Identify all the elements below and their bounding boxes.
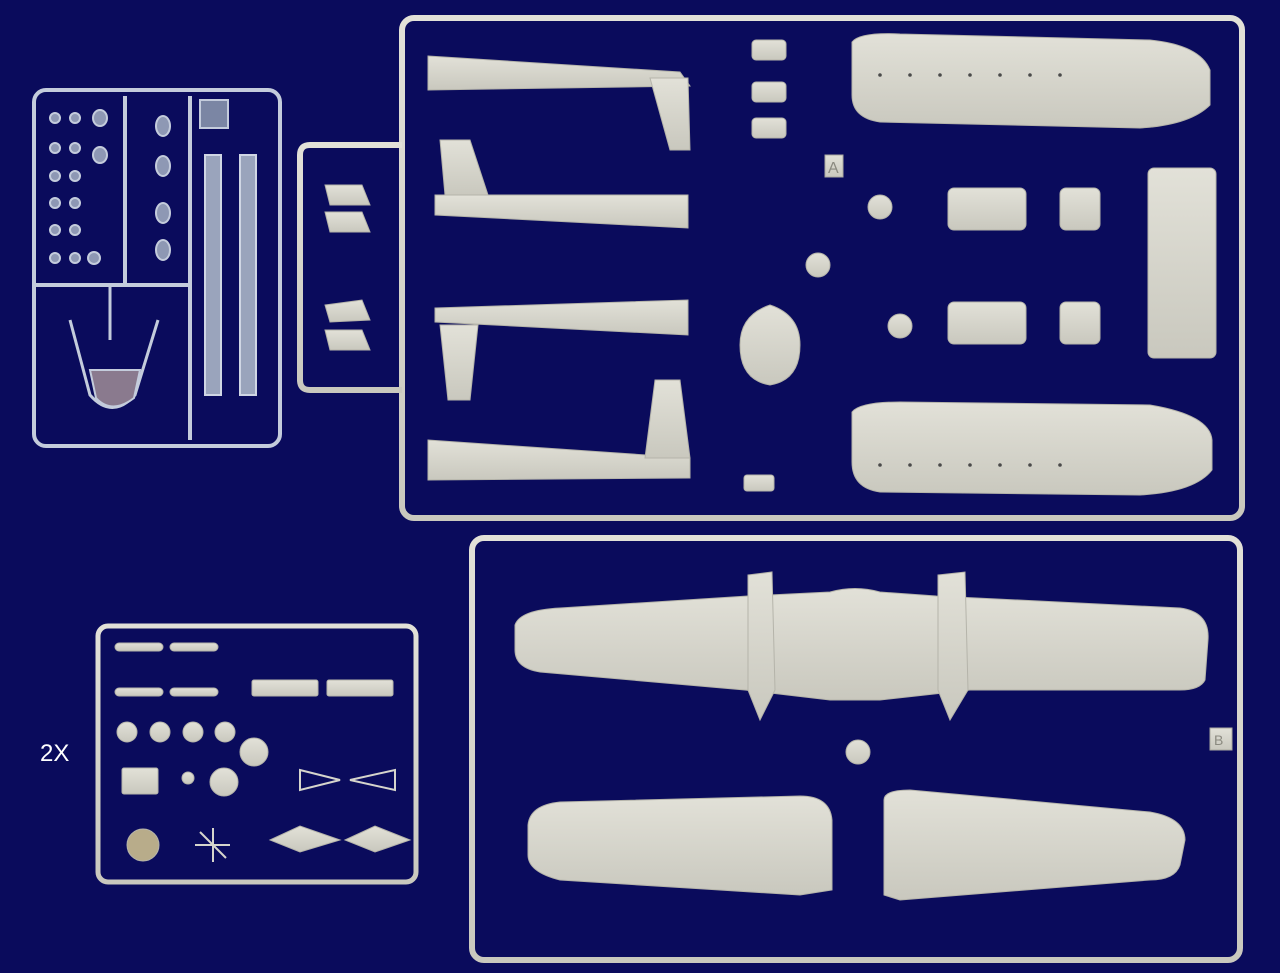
sprue-a-letter: A — [828, 160, 839, 177]
clear-sprue — [32, 88, 282, 448]
sprue-b: B — [469, 535, 1243, 963]
small-parts-sprue — [95, 623, 419, 885]
sprue-a: A — [297, 15, 1245, 521]
multiplier-label: 2X — [40, 740, 70, 767]
sprue-b-letter: B — [1214, 732, 1223, 748]
